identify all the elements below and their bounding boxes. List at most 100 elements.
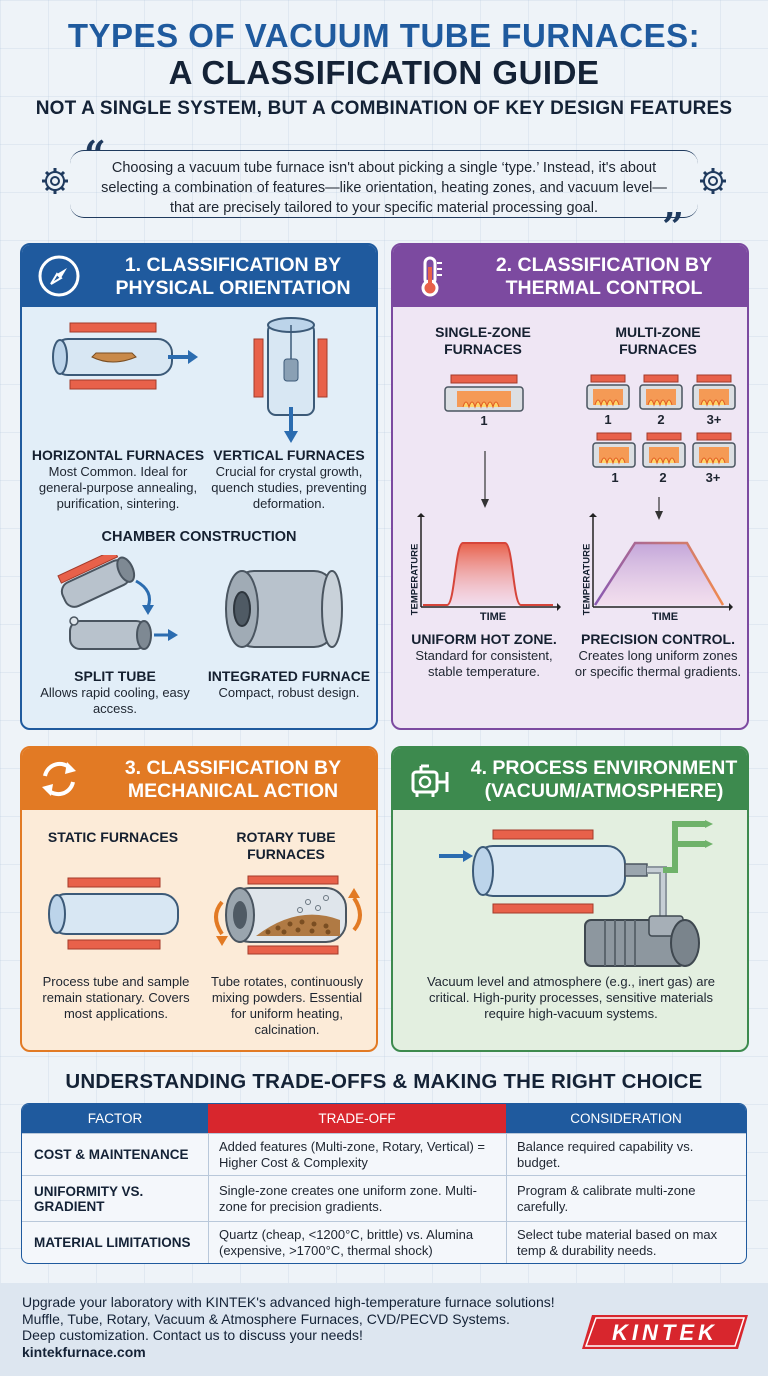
consideration-cell: Program & calibrate multi-zone carefully… <box>506 1176 746 1221</box>
tradeoff-cell: Quartz (cheap, <1200°C, brittle) vs. Alu… <box>208 1222 506 1263</box>
zone-heater <box>692 374 736 410</box>
quote-text: Choosing a vacuum tube furnace isn't abo… <box>101 160 667 216</box>
zone-number: 3+ <box>706 412 722 427</box>
single-zone-y-axis-label: TEMPERATURE <box>409 543 421 616</box>
mechanical-action-panel-header: 3. CLASSIFICATION BY MECHANICAL ACTION <box>22 748 376 810</box>
quote-frame <box>70 150 698 218</box>
consideration-cell: Select tube material based on max temp &… <box>506 1222 746 1263</box>
mechanical-action-panel-title: 3. CLASSIFICATION BY MECHANICAL ACTION <box>124 757 342 802</box>
integrated-furnace-desc: Compact, robust design. <box>218 685 360 700</box>
static-furnace-illustration <box>48 877 179 950</box>
table-row: MATERIAL LIMITATIONS Quartz (cheap, <120… <box>22 1221 746 1263</box>
zone-number: 2 <box>659 470 667 485</box>
column-header-consideration: CONSIDERATION <box>506 1104 746 1133</box>
page-title-line1: TYPES OF VACUUM TUBE FURNACES: <box>67 17 701 54</box>
rotary-furnace-label: ROTARY TUBE FURNACES <box>236 829 336 862</box>
zone-number: 1 <box>604 412 612 427</box>
process-environment-panel-header: 4. PROCESS ENVIRONMENT (VACUUM/ATMOSPHER… <box>393 748 747 810</box>
multi-zone-y-axis-label: TEMPERATURE <box>581 543 593 616</box>
split-tube-label: SPLIT TUBE <box>74 668 156 684</box>
thermal-control-panel: 2. CLASSIFICATION BY THERMAL CONTROL SIN… <box>391 243 749 730</box>
zone-number: 1 <box>611 470 619 485</box>
gear-icon <box>42 168 68 194</box>
footer-line-1: Upgrade your laboratory with KINTEK's ad… <box>22 1294 555 1310</box>
split-tube-desc: Allows rapid cooling, easy access. <box>40 685 190 716</box>
single-zone-desc: Standard for consistent, stable temperat… <box>415 648 553 679</box>
zone-heater <box>592 432 636 468</box>
factor-cell: MATERIAL LIMITATIONS <box>34 1235 191 1250</box>
compass-icon <box>38 255 80 297</box>
tradeoffs-table: FACTOR TRADE-OFF CONSIDERATION COST & MA… <box>21 1103 747 1264</box>
close-quote-icon: ” <box>662 204 684 249</box>
tradeoffs-title: UNDERSTANDING TRADE-OFFS & MAKING THE RI… <box>65 1070 703 1093</box>
multi-zone-result: PRECISION CONTROL. <box>580 631 735 647</box>
multi-zone-desc: Creates long uniform zones or specific t… <box>574 648 742 679</box>
table-row: UNIFORMITY VS. GRADIENT Single-zone crea… <box>22 1175 746 1221</box>
vertical-furnace-illustration <box>253 317 328 443</box>
orientation-panel-title: 1. CLASSIFICATION BY PHYSICAL ORIENTATIO… <box>115 254 351 299</box>
orientation-panel-header: 1. CLASSIFICATION BY PHYSICAL ORIENTATIO… <box>22 245 376 307</box>
kintek-logo[interactable]: KINTEK <box>582 1315 748 1349</box>
footer: Upgrade your laboratory with KINTEK's ad… <box>0 1283 768 1376</box>
vertical-furnace-desc: Crucial for crystal growth, quench studi… <box>211 464 367 511</box>
vacuum-pump-icon <box>411 764 449 797</box>
process-environment-panel: 4. PROCESS ENVIRONMENT (VACUUM/ATMOSPHER… <box>391 746 749 1052</box>
horizontal-furnace-desc: Most Common. Ideal for general-purpose a… <box>38 464 198 511</box>
vertical-furnace-label: VERTICAL FURNACES <box>213 447 365 463</box>
footer-line-3: Deep customization. Contact us to discus… <box>22 1327 363 1343</box>
thermal-control-panel-header: 2. CLASSIFICATION BY THERMAL CONTROL <box>393 245 747 307</box>
svg-text:KINTEK: KINTEK <box>612 1320 718 1345</box>
page-header: TYPES OF VACUUM TUBE FURNACES: A CLASSIF… <box>0 18 768 120</box>
open-quote-icon: “ <box>84 132 106 177</box>
single-zone-heater <box>444 374 524 412</box>
zone-heater <box>692 432 736 468</box>
footer-text: Upgrade your laboratory with KINTEK's ad… <box>22 1294 555 1360</box>
thermometer-icon <box>421 256 442 297</box>
zone-number: 3+ <box>705 470 721 485</box>
down-arrow-icon <box>481 451 489 508</box>
horizontal-furnace-label: HORIZONTAL FURNACES <box>31 447 205 463</box>
tradeoff-cell: Added features (Multi-zone, Rotary, Vert… <box>208 1134 506 1175</box>
process-environment-panel-title: 4. PROCESS ENVIRONMENT (VACUUM/ATMOSPHER… <box>470 757 738 802</box>
rotary-furnace-illustration <box>214 875 362 955</box>
single-zone-x-axis-label: TIME <box>479 611 507 623</box>
process-environment-desc: Vacuum level and atmosphere (e.g., inert… <box>426 974 716 1021</box>
factor-cell: COST & MAINTENANCE <box>34 1147 189 1162</box>
orientation-panel: 1. CLASSIFICATION BY PHYSICAL ORIENTATIO… <box>20 243 378 730</box>
rotate-icon <box>42 761 76 797</box>
footer-line-2: Muffle, Tube, Rotary, Vacuum & Atmospher… <box>22 1310 510 1327</box>
gear-icon <box>700 168 726 194</box>
multi-zone-x-axis-label: TIME <box>651 611 679 623</box>
single-zone-label: SINGLE-ZONE FURNACES <box>435 324 531 357</box>
thermal-control-panel-title: 2. CLASSIFICATION BY THERMAL CONTROL <box>495 254 713 299</box>
multi-zone-temperature-chart <box>589 513 733 611</box>
column-header-tradeoff: TRADE-OFF <box>208 1104 506 1133</box>
down-arrow-icon <box>655 497 663 520</box>
integrated-furnace-illustration <box>225 570 343 648</box>
column-header-factor: FACTOR <box>22 1104 208 1133</box>
table-header-row: FACTOR TRADE-OFF CONSIDERATION <box>22 1104 746 1133</box>
chamber-construction-title: CHAMBER CONSTRUCTION <box>101 529 297 545</box>
consideration-cell: Balance required capability vs. budget. <box>506 1134 746 1175</box>
zone-heater <box>642 432 686 468</box>
horizontal-furnace-illustration <box>52 322 198 390</box>
static-furnace-label: STATIC FURNACES <box>47 829 179 845</box>
split-tube-illustration <box>57 555 178 650</box>
static-furnace-desc: Process tube and sample remain stationar… <box>42 974 190 1021</box>
single-zone-temperature-chart <box>417 513 561 611</box>
tradeoff-cell: Single-zone creates one uniform zone. Mu… <box>208 1176 506 1221</box>
zone-heater <box>639 374 683 410</box>
footer-url-link[interactable]: kintekfurnace.com <box>22 1343 146 1360</box>
vacuum-system-illustration <box>439 820 713 967</box>
single-zone-result: UNIFORM HOT ZONE. <box>411 631 557 647</box>
table-row: COST & MAINTENANCE Added features (Multi… <box>22 1133 746 1175</box>
rotary-furnace-desc: Tube rotates, continuously mixing powder… <box>211 974 363 1037</box>
page-subtitle: NOT A SINGLE SYSTEM, BUT A COMBINATION O… <box>35 98 733 119</box>
zone-number: 2 <box>657 412 665 427</box>
single-zone-number: 1 <box>480 413 488 428</box>
page-title-line2: A CLASSIFICATION GUIDE <box>168 54 600 91</box>
integrated-furnace-label: INTEGRATED FURNACE <box>207 668 371 684</box>
multi-zone-label: MULTI-ZONE FURNACES <box>615 324 701 357</box>
zone-heater <box>586 374 630 410</box>
mechanical-action-panel: 3. CLASSIFICATION BY MECHANICAL ACTION S… <box>20 746 378 1052</box>
